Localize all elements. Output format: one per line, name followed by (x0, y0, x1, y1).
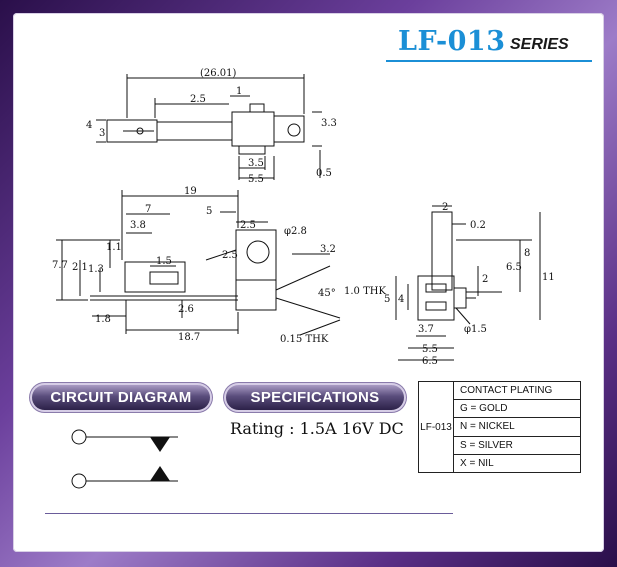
dim-label: 45° (318, 288, 336, 299)
dim-label: 0.2 (470, 220, 486, 231)
table-row: G = GOLD (453, 399, 581, 419)
dim-label: 6.5 (422, 356, 438, 367)
dim-label: 7.7 (52, 260, 68, 271)
dim-label: 5.5 (422, 344, 438, 355)
specifications-label: SPECIFICATIONS (226, 385, 404, 410)
dim-label: 3.2 (320, 244, 336, 255)
rating-text: Rating : 1.5A 16V DC (230, 419, 404, 438)
dim-label: 3.7 (418, 324, 434, 335)
table-row: X = NIL (453, 453, 581, 474)
dim-label: 4 (86, 120, 92, 131)
dim-label: 19 (184, 186, 197, 197)
table-row: N = NICKEL (453, 417, 581, 437)
dim-label: 3.5 (248, 158, 264, 169)
dim-label: 1.5 (156, 256, 172, 267)
dim-label: (26.01) (200, 68, 237, 79)
table-header: CONTACT PLATING (453, 380, 581, 401)
dim-label: 3.3 (321, 118, 337, 129)
dim-label: 6.5 (506, 262, 522, 273)
dim-label: 18.7 (178, 332, 200, 343)
dim-label: 3.8 (130, 220, 146, 231)
dim-label: 2.5 (190, 94, 206, 105)
circuit-diagram-label: CIRCUIT DIAGRAM (32, 385, 210, 410)
dim-label: 2 (482, 274, 488, 285)
side-view (56, 190, 341, 336)
dim-label: 1.1 (106, 242, 122, 253)
dim-label: 5.5 (248, 174, 264, 185)
dim-label: 7 (145, 204, 151, 215)
dim-label: 2.5 (240, 220, 256, 231)
dim-label: 0.5 (316, 168, 332, 179)
dim-label: φ1.5 (464, 324, 487, 335)
dim-label: 2.6 (178, 304, 194, 315)
dim-label: 0.15 THK (280, 334, 329, 345)
dim-label: φ2.8 (284, 226, 307, 237)
dim-label: 11 (542, 272, 555, 283)
title-underline (386, 60, 592, 62)
bottom-divider (45, 513, 453, 514)
dim-label: 1 (236, 86, 242, 97)
dim-label: 3 (99, 128, 105, 139)
contact-plating-table: LF-013 CONTACT PLATING G = GOLD N = NICK… (418, 380, 581, 474)
model-name: LF-013 (398, 26, 506, 57)
dim-label: 1.8 (95, 314, 111, 325)
top-view (96, 74, 322, 180)
table-model-cell: LF-013 (418, 381, 454, 473)
dim-label: 5 (206, 206, 212, 217)
end-view (395, 205, 541, 361)
dim-label: 1.3 (88, 264, 104, 275)
dim-label: 4 (398, 294, 404, 305)
contact-lower-triangle (150, 466, 170, 481)
series-label: SERIES (510, 36, 569, 53)
contact-upper-triangle (150, 437, 170, 452)
page-title: LF-013 SERIES (382, 22, 592, 62)
dim-label: 2.1 (72, 262, 88, 273)
dim-label: 8 (524, 248, 530, 259)
dim-label: 1.0 THK (344, 286, 386, 297)
dim-label: 2 (442, 202, 448, 213)
table-row: S = SILVER (453, 435, 581, 455)
dim-label: 5 (384, 294, 390, 305)
dim-label: 2.5 (222, 250, 238, 261)
